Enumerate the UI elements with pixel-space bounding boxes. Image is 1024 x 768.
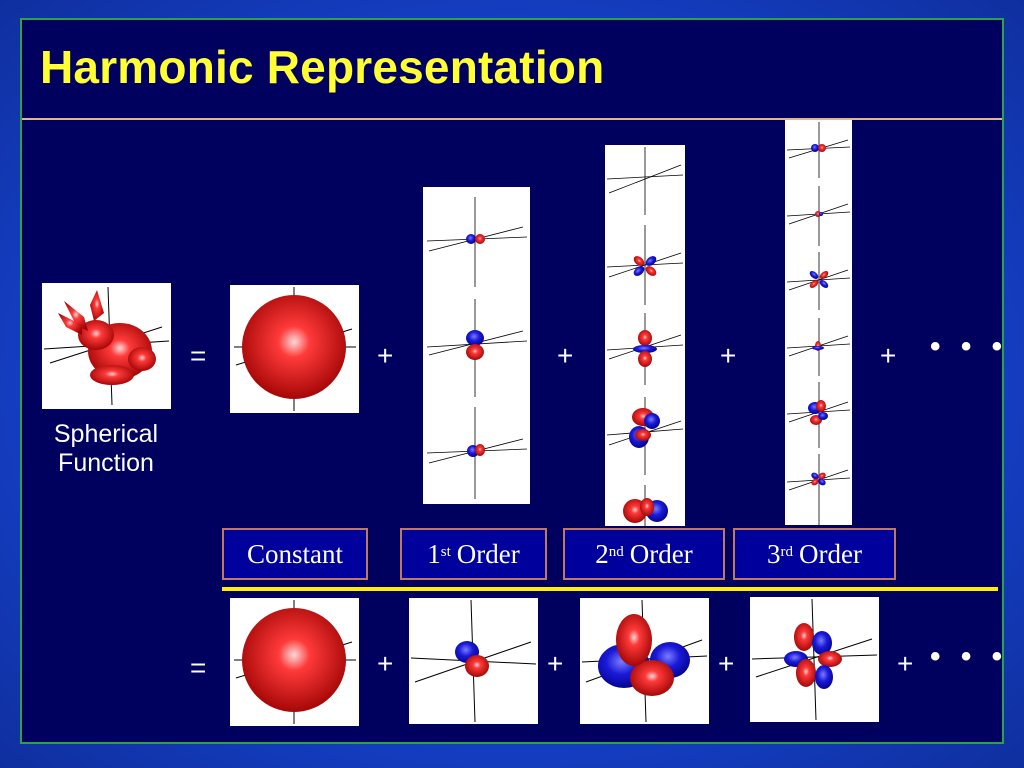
ellipsis: • • • [930,640,1009,673]
third-order-harmonics-icon [786,122,851,525]
harmonic-lobe-icon [606,147,684,215]
second-order-panel [605,145,685,526]
plus-sign: + [547,648,564,679]
title-divider [22,118,1002,120]
second-order-harmonics-icon [606,147,684,526]
third-order-panel [785,120,852,525]
first-order-word: Order [456,538,520,569]
first-order-sum-icon [410,599,537,723]
third-order-sup: rd [780,543,794,560]
spherical-function-caption: Spherical Function [30,420,182,478]
bunny-panel [42,283,171,409]
plus-sign: + [557,340,574,371]
section-divider [222,587,998,591]
constant-sphere-icon [234,600,356,724]
constant-sum-panel [230,598,359,726]
equals-sign: = [190,652,207,683]
plus-sign: + [897,648,914,679]
harmonic-lobe-icon [786,122,851,178]
third-order-num: 3 [767,538,781,569]
harmonic-lobe-icon [426,197,528,287]
harmonic-lobe-icon [786,252,851,310]
second-order-sum-icon [581,599,708,723]
second-order-word: Order [629,538,693,569]
page-title: Harmonic Representation [40,41,605,93]
harmonic-lobe-icon [786,318,851,376]
first-order-num: 1 [427,538,441,569]
first-order-panel [423,187,530,504]
harmonic-lobe-icon [786,186,851,246]
harmonic-lobe-icon [786,382,851,448]
second-order-sum-panel [580,598,709,724]
third-order-word: Order [799,538,862,569]
plus-sign: + [880,340,897,371]
constant-panel [230,285,359,413]
second-order-sup: nd [608,543,624,560]
second-order-num: 2 [595,538,609,569]
harmonic-lobe-icon [623,485,668,526]
harmonic-lobe-icon [426,407,528,499]
caption-line-1: Spherical [53,420,159,448]
first-order-sum-panel [409,598,538,724]
plus-sign: + [377,340,394,371]
harmonic-lobe-icon [786,454,851,525]
constant-sphere-icon [234,287,356,411]
harmonic-lobe-icon [606,313,684,385]
caption-line-2: Function [58,449,154,477]
harmonic-lobe-icon [606,225,684,305]
third-order-sum-panel [750,597,879,722]
first-order-sup: st [440,543,451,560]
plus-sign: + [377,648,394,679]
constant-label: Constant [222,528,368,580]
bunny-function-icon [43,286,170,406]
ellipsis: • • • [930,330,1009,363]
third-order-sum-icon [751,598,878,721]
harmonic-lobe-icon [606,397,684,475]
first-order-harmonics-icon [426,197,528,499]
constant-label-text: Constant [246,538,343,569]
plus-sign: + [720,340,737,371]
harmonic-lobe-icon [426,299,528,397]
plus-sign: + [718,648,735,679]
equals-sign: = [190,340,207,371]
